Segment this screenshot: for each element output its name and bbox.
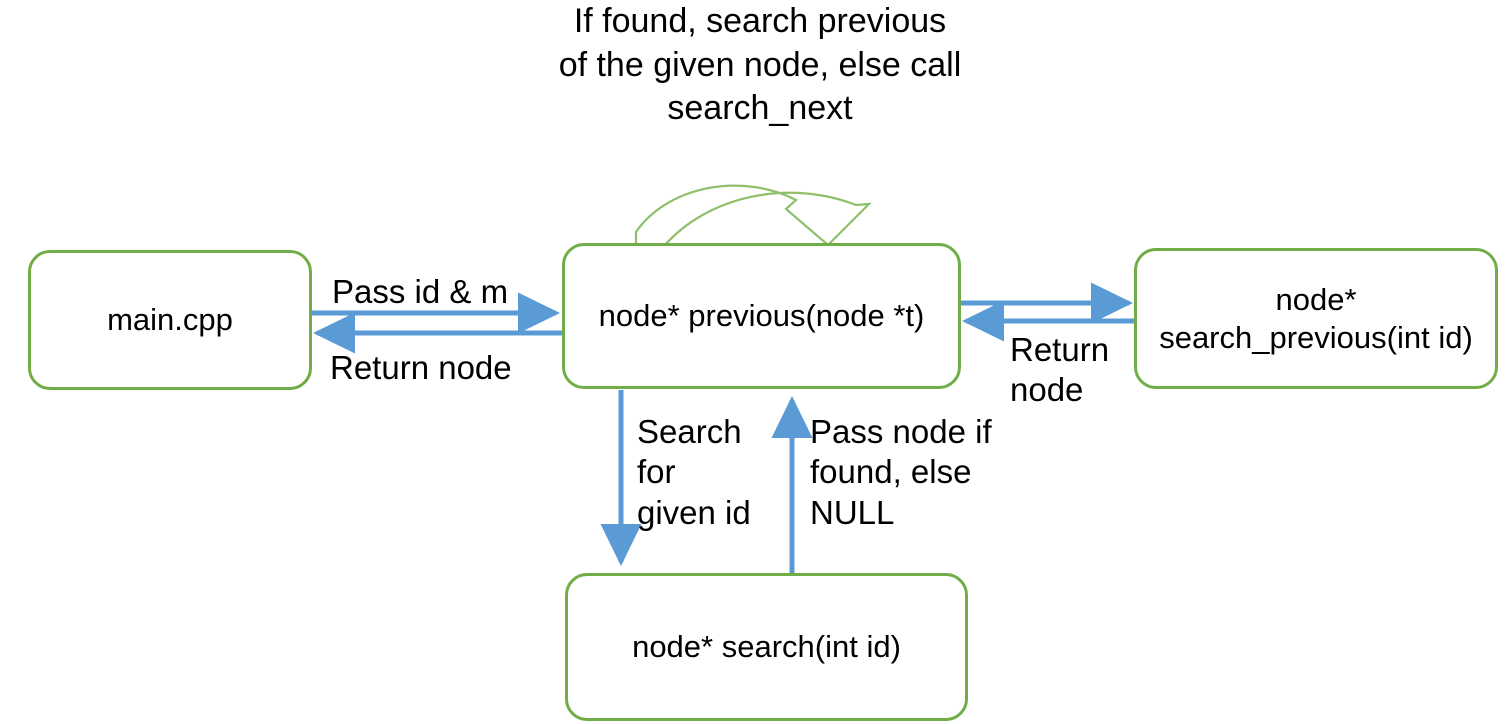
box-node-search-previous-label: node* search_previous(int id) — [1159, 281, 1473, 355]
box-node-search-label: node* search(int id) — [632, 629, 901, 665]
edge-label-pass-id-and-m: Pass id & m — [332, 273, 509, 310]
edge-label-return-node-left: Return node — [330, 349, 512, 386]
self-loop-arrow-icon — [634, 184, 872, 247]
box-node-previous-label: node* previous(node *t) — [598, 298, 925, 334]
title-annotation: If found, search previous of the given n… — [558, 2, 962, 128]
edge-label-return-node-right: Return node — [1010, 331, 1110, 409]
box-node-search[interactable]: node* search(int id) — [565, 573, 968, 721]
box-node-previous[interactable]: node* previous(node *t) — [562, 243, 961, 389]
box-main-cpp-label: main.cpp — [107, 302, 233, 338]
edge-label-pass-node-if-found: Pass node if found, else NULL — [810, 413, 992, 531]
edge-label-search-for-given-id: Search for given id — [637, 413, 751, 531]
box-node-search-previous[interactable]: node* search_previous(int id) — [1134, 248, 1498, 389]
box-main-cpp[interactable]: main.cpp — [28, 250, 312, 390]
